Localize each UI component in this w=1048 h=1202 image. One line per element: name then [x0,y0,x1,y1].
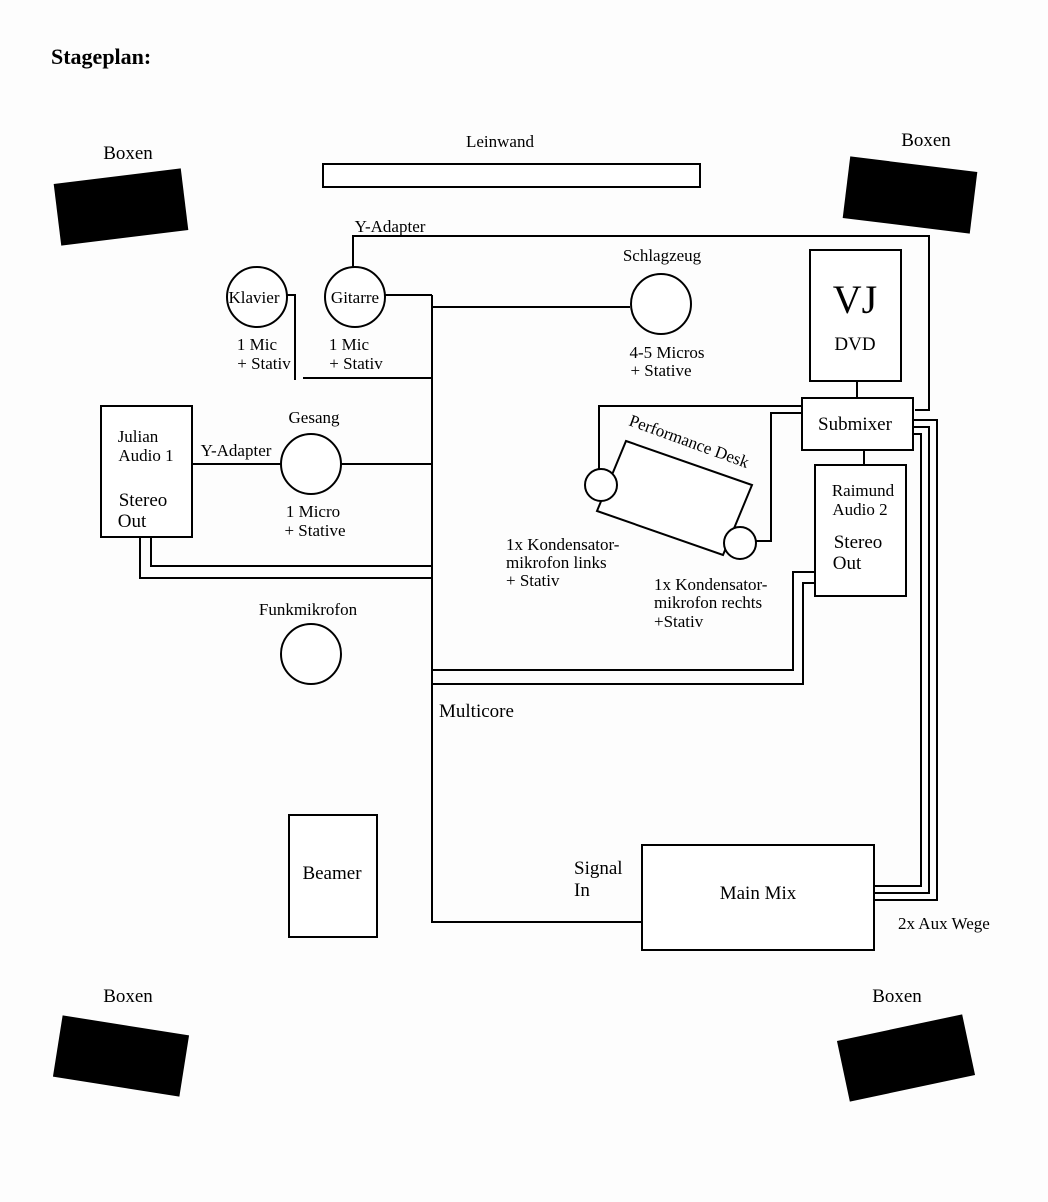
kondensator-rechts-line3: +Stativ [654,612,704,631]
kondensator-rechts-line1: 1x Kondensator- [654,575,768,594]
speaker-label: Boxen [901,130,951,151]
gitarre: Gitarre 1 Mic + Stativ [324,266,386,373]
kondensator-rechts-line2: mikrofon rechts [654,593,762,612]
gesang-label: Gesang [289,408,340,427]
speaker-bottom-right: Boxen [836,986,976,1102]
signal-in-line2: In [574,880,590,901]
funkmikrofon-label: Funkmikrofon [259,600,358,619]
raimund-line1: Raimund [832,481,895,500]
page-title: Stageplan: [51,44,152,69]
kondensator-rechts-label: 1x Kondensator- mikrofon rechts +Stativ [654,575,768,631]
speaker-top-left: Boxen [53,143,189,246]
kondensator-links-line2: mikrofon links [506,553,607,572]
speaker-top-right: Boxen [842,130,978,234]
cables [139,235,938,923]
beamer-label: Beamer [302,863,362,884]
kondensator-mic-left [584,468,618,502]
julian-line3: Stereo [119,490,168,511]
julian-line4: Out [118,511,147,532]
funkmikrofon: Funkmikrofon [259,600,358,685]
speaker-bottom-left: Boxen [52,986,190,1097]
dvd-label: DVD [834,334,875,355]
speaker-label: Boxen [103,986,153,1007]
gitarre-mic-line2: + Stativ [329,354,383,373]
vj-label: VJ [833,277,877,322]
gesang: Gesang 1 Micro + Stative [280,408,346,540]
kondensator-mic-right [723,526,757,560]
aux-label: 2x Aux Wege [898,914,990,933]
kondensator-links-line3: + Stativ [506,571,560,590]
gitarre-label: Gitarre [331,288,379,307]
gitarre-mic-line1: 1 Mic [329,335,370,354]
julian-line2: Audio 1 [118,446,173,465]
speaker-label: Boxen [872,986,922,1007]
klavier: Klavier 1 Mic + Stativ [226,266,291,373]
signal-in-label: Signal In [574,858,623,901]
julian-audio-1: Julian Audio 1 Stereo Out [100,405,193,538]
klavier-mic-line2: + Stativ [237,354,291,373]
schlagzeug-mic-line2: + Stative [630,361,691,380]
main-mix: Main Mix [641,844,875,951]
klavier-label: Klavier [229,288,280,307]
raimund-audio-2: Raimund Audio 2 Stereo Out [814,464,907,597]
klavier-mic-line1: 1 Mic [237,335,278,354]
kondensator-links-label: 1x Kondensator- mikrofon links + Stativ [506,535,620,590]
julian-line1: Julian [118,427,159,446]
gesang-mic-line2: + Stative [284,521,345,540]
raimund-line2: Audio 2 [832,500,887,519]
leinwand: Leinwand [322,132,701,188]
schlagzeug-mic-line1: 4-5 Micros [629,343,704,362]
raimund-line4: Out [833,553,862,574]
y-adapter-top-label: Y-Adapter [355,217,426,236]
submixer-label: Submixer [818,414,893,435]
kondensator-links-line1: 1x Kondensator- [506,535,620,554]
raimund-line3: Stereo [834,532,883,553]
signal-in-line1: Signal [574,858,623,879]
schlagzeug-label: Schlagzeug [623,246,702,265]
leinwand-label: Leinwand [466,132,534,151]
multicore-label: Multicore [439,701,514,722]
schlagzeug: Schlagzeug 4-5 Micros + Stative [623,246,705,380]
submixer: Submixer [801,397,914,451]
gesang-mic-line1: 1 Micro [286,502,340,521]
vj-dvd-box: VJ DVD [809,249,902,382]
main-mix-label: Main Mix [720,883,797,904]
beamer: Beamer [288,814,378,938]
y-adapter-left-label: Y-Adapter [201,441,272,460]
speaker-label: Boxen [103,143,153,164]
